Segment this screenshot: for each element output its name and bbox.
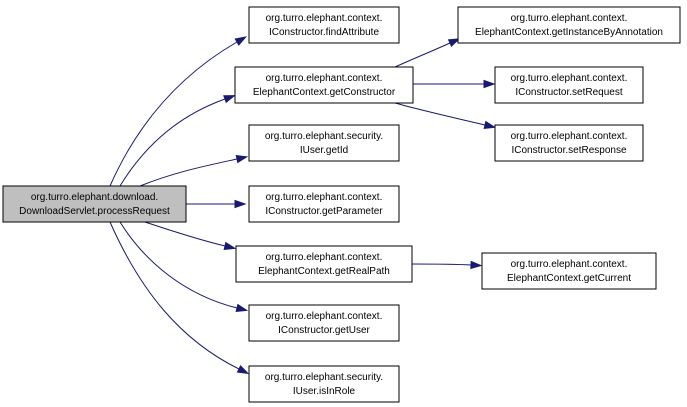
node-label-line1: org.turro.elephant.context. [266, 252, 383, 263]
edge-line [119, 98, 226, 187]
arrowhead-icon [447, 38, 461, 48]
node-label-line1: org.turro.elephant.context. [266, 311, 383, 322]
node-box [235, 245, 413, 283]
arrowhead-icon [470, 260, 483, 270]
edge-process-request-to-get-constructor [119, 95, 236, 187]
node-box [457, 6, 681, 44]
edge-line [119, 221, 238, 309]
node-label-line2: IConstructor.setRequest [515, 87, 622, 98]
edge-process-request-to-get-user [119, 221, 249, 312]
edge-get-constructor-to-get-instance-by-annotation [394, 38, 461, 68]
edge-process-request-to-get-id [139, 154, 249, 187]
node-get-user[interactable]: org.turro.elephant.context. IConstructor.… [248, 304, 400, 342]
arrowhead-icon [235, 154, 249, 164]
node-label-line1: org.turro.elephant.context. [266, 73, 383, 84]
node-box [248, 124, 400, 162]
arrowhead-icon [234, 199, 247, 209]
edge-get-constructor-to-set-response [394, 102, 497, 129]
edge-line [411, 263, 472, 266]
edge-line [394, 42, 451, 68]
node-find-attribute[interactable]: org.turro.elephant.context. IConstructor.… [248, 6, 400, 44]
edge-get-constructor-to-set-request [413, 79, 496, 89]
node-get-instance-by-annotation[interactable]: org.turro.elephant.context. ElephantConte… [457, 6, 681, 44]
node-box [248, 185, 400, 223]
edge-line [144, 221, 226, 247]
edge-process-request-to-get-real-path [144, 221, 237, 250]
edge-line [394, 102, 486, 126]
arrowhead-icon [223, 241, 237, 250]
node-box [494, 124, 644, 162]
edge-process-request-to-get-parameter [186, 199, 247, 209]
node-box [248, 6, 400, 44]
node-label-line1: org.turro.elephant.context. [511, 131, 628, 142]
call-edges [109, 36, 497, 375]
node-label-line2: DownloadServlet.processRequest [19, 206, 170, 217]
node-box [248, 365, 400, 403]
node-process-request: org.turro.elephant.download. DownloadServ… [2, 185, 187, 223]
edge-line [139, 158, 238, 187]
edge-process-request-to-is-in-role [109, 221, 250, 375]
edge-line [109, 41, 238, 187]
edge-get-real-path-to-get-current [411, 260, 483, 270]
arrowhead-icon [234, 36, 247, 46]
node-label-line2: IConstructor.getParameter [265, 206, 383, 217]
arrowhead-icon [236, 365, 250, 375]
arrowhead-icon [223, 95, 236, 104]
node-set-request[interactable]: org.turro.elephant.context. IConstructor.… [494, 66, 644, 104]
node-get-real-path[interactable]: org.turro.elephant.context. ElephantConte… [235, 245, 413, 283]
node-get-id[interactable]: org.turro.elephant.security. IUser.getId [248, 124, 400, 162]
node-label-line1: org.turro.elephant.context. [266, 192, 383, 203]
node-label-line2: IConstructor.findAttribute [269, 27, 379, 38]
node-box [494, 66, 644, 104]
edge-line [109, 221, 240, 370]
node-label-line2: ElephantContext.getConstructor [253, 87, 396, 98]
node-label-line2: IConstructor.setResponse [511, 145, 626, 156]
node-label-line1: org.turro.elephant.security. [265, 131, 383, 142]
node-box [481, 252, 657, 290]
node-label-line2: ElephantContext.getInstanceByAnnotation [475, 27, 663, 38]
edge-process-request-to-find-attribute [109, 36, 247, 187]
node-get-parameter[interactable]: org.turro.elephant.context. IConstructor.… [248, 185, 400, 223]
node-label-line1: org.turro.elephant.security. [265, 372, 383, 383]
node-label-line2: IUser.isInRole [293, 386, 356, 397]
node-label-line2: IConstructor.getUser [278, 325, 370, 336]
node-set-response[interactable]: org.turro.elephant.context. IConstructor.… [494, 124, 644, 162]
node-box [234, 66, 414, 104]
node-label-line2: IUser.getId [300, 145, 348, 156]
node-label-line2: ElephantContext.getRealPath [258, 266, 390, 277]
arrowhead-icon [483, 79, 496, 89]
node-get-constructor[interactable]: org.turro.elephant.context. ElephantConte… [234, 66, 414, 104]
node-is-in-role[interactable]: org.turro.elephant.security. IUser.isInRo… [248, 365, 400, 403]
node-label-line1: org.turro.elephant.context. [511, 13, 628, 24]
node-get-current[interactable]: org.turro.elephant.context. ElephantConte… [481, 252, 657, 290]
node-box [2, 185, 187, 223]
node-box [248, 304, 400, 342]
node-label-line1: org.turro.elephant.context. [511, 73, 628, 84]
node-label-line1: org.turro.elephant.context. [266, 13, 383, 24]
arrowhead-icon [483, 120, 497, 129]
call-nodes: org.turro.elephant.download. DownloadServ… [2, 6, 681, 403]
node-label-line1: org.turro.elephant.context. [511, 259, 628, 270]
node-label-line2: ElephantContext.getCurrent [507, 273, 631, 284]
node-label-line1: org.turro.elephant.download. [31, 192, 158, 203]
arrowhead-icon [235, 303, 249, 312]
